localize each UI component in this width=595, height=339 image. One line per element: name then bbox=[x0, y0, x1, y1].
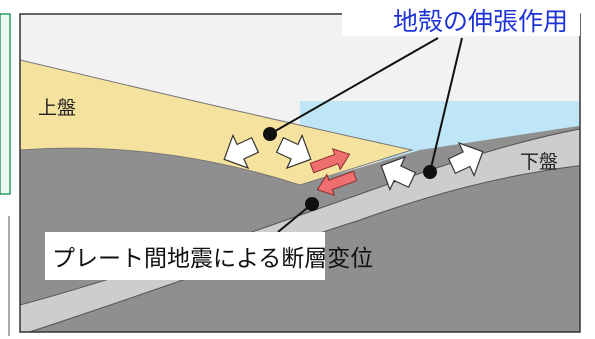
upper-plate-label: 上盤 bbox=[38, 97, 76, 119]
marker-dot-upper bbox=[263, 127, 277, 141]
title-box bbox=[342, 4, 580, 36]
caption-box bbox=[45, 232, 325, 280]
pointer-line-caption bbox=[277, 203, 313, 233]
extension-arrow-upper-left bbox=[223, 133, 260, 170]
extension-arrow-lower-left bbox=[380, 155, 417, 192]
extension-arrow-lower-right bbox=[447, 141, 484, 178]
slip-arrow-lower bbox=[316, 170, 358, 197]
caption-text: プレート間地震による断層変位 bbox=[52, 246, 373, 272]
lower-plate-label: 下盤 bbox=[520, 151, 558, 173]
pointer-line-upper bbox=[269, 37, 439, 135]
slip-arrow-upper bbox=[309, 147, 351, 174]
pointer-line-lower bbox=[429, 37, 463, 173]
extension-arrow-upper-right bbox=[275, 133, 312, 170]
diagram-frame bbox=[19, 13, 581, 333]
upper-plate bbox=[20, 59, 414, 186]
title-text: 地殻の伸張作用 bbox=[393, 7, 568, 36]
marker-dot-lower bbox=[423, 165, 437, 179]
left-panel-edge bbox=[0, 13, 11, 195]
cross-section bbox=[20, 14, 580, 332]
